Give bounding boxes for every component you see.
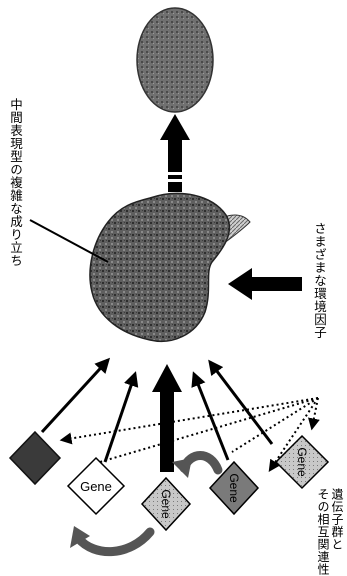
gene-2: Gene	[68, 458, 124, 514]
gene-interaction-label-line2: その相互関連性	[316, 488, 330, 576]
gene-arrow-5	[210, 362, 272, 444]
intermediate-phenotype-label: 中間表現型の複雑な成り立ち	[8, 98, 22, 267]
gene-1	[10, 432, 60, 484]
gene-to-phenotype-arrows	[42, 360, 272, 472]
gene-interaction-label-line1: 遺伝子群と	[330, 488, 344, 551]
gene-arrow-3	[152, 364, 182, 472]
curved-arrow-gene3-to-gene1	[78, 532, 150, 552]
environment-arrow	[228, 268, 302, 300]
environmental-factors-label: さまざまな環境因子	[312, 222, 326, 339]
gene-4-label: Gene	[227, 473, 241, 503]
phenotype-to-outcome-arrow	[160, 114, 190, 192]
gene-5-label: Gene	[295, 447, 309, 477]
gene-3: Gene	[142, 478, 190, 530]
gene-arrow-1	[42, 360, 108, 432]
gene-3-label: Gene	[159, 489, 173, 519]
gene-arrow-2	[105, 374, 135, 462]
outcome-oval	[137, 8, 213, 112]
gene-5: Gene	[276, 436, 328, 488]
gene-2-label: Gene	[80, 479, 112, 494]
intermediate-phenotype-blob	[90, 193, 229, 341]
